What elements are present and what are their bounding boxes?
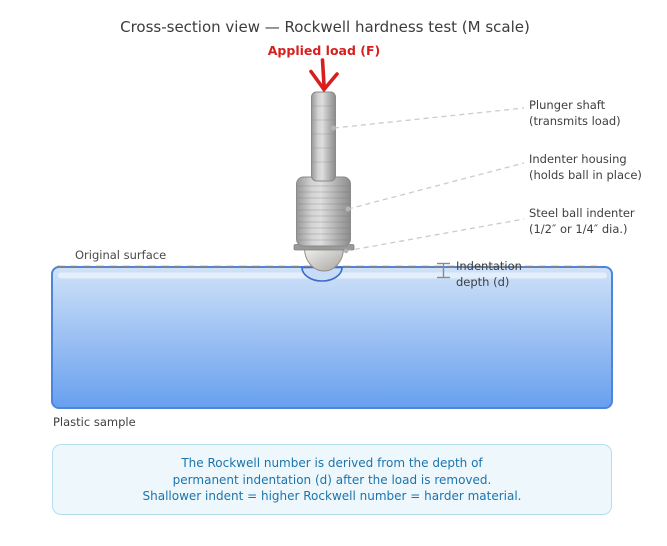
leader-dot-housing [345, 206, 351, 212]
leader-line-housing [347, 162, 525, 210]
info-note-line3: Shallower indent = higher Rockwell numbe… [142, 489, 522, 503]
callout-plunger-shaft: Plunger shaft (transmits load) [529, 98, 621, 129]
callout-indenter-housing: Indenter housing (holds ball in place) [529, 152, 642, 183]
shaft-ridge-lines [313, 105, 334, 163]
callout-leader-lines [333, 107, 525, 252]
callout-steel-ball: Steel ball indenter (1/2″ or 1/4″ dia.) [529, 206, 635, 237]
housing-thread-lines [298, 185, 349, 241]
callout-housing-line2: (holds ball in place) [529, 167, 642, 182]
leader-dot-plunger [330, 125, 337, 131]
indentation-arc [301, 266, 343, 282]
indentation-depth-label: Indentation depth (d) [456, 259, 522, 290]
leader-dot-ball [343, 248, 349, 254]
callout-leader-dots [330, 125, 351, 254]
leader-line-plunger [333, 107, 525, 129]
callout-plunger-line1: Plunger shaft [529, 98, 606, 112]
callout-plunger-line2: (transmits load) [529, 113, 621, 128]
indenter-housing-shape [296, 176, 351, 247]
leader-line-ball [345, 218, 525, 252]
plastic-sample-label: Plastic sample [53, 415, 136, 429]
steel-ball-shape [303, 247, 345, 272]
info-note-line1: The Rockwell number is derived from the … [181, 456, 483, 470]
callout-ball-line1: Steel ball indenter [529, 206, 635, 220]
applied-load-label: Applied load (F) [267, 43, 381, 58]
callout-housing-line1: Indenter housing [529, 152, 627, 166]
info-note-box: The Rockwell number is derived from the … [52, 444, 612, 515]
indentation-depth-line1: Indentation [456, 259, 522, 273]
original-surface-label: Original surface [75, 248, 167, 262]
callout-ball-line2: (1/2″ or 1/4″ dia.) [529, 221, 628, 236]
info-note-line2: permanent indentation (d) after the load… [172, 472, 492, 487]
depth-measure-marker [437, 262, 450, 279]
applied-load-arrow [309, 58, 339, 93]
plastic-sample-shape [51, 266, 613, 409]
page-title: Cross-section view — Rockwell hardness t… [120, 18, 530, 36]
indentation-depth-line2: depth (d) [456, 274, 510, 289]
plunger-shaft-shape [311, 91, 336, 182]
